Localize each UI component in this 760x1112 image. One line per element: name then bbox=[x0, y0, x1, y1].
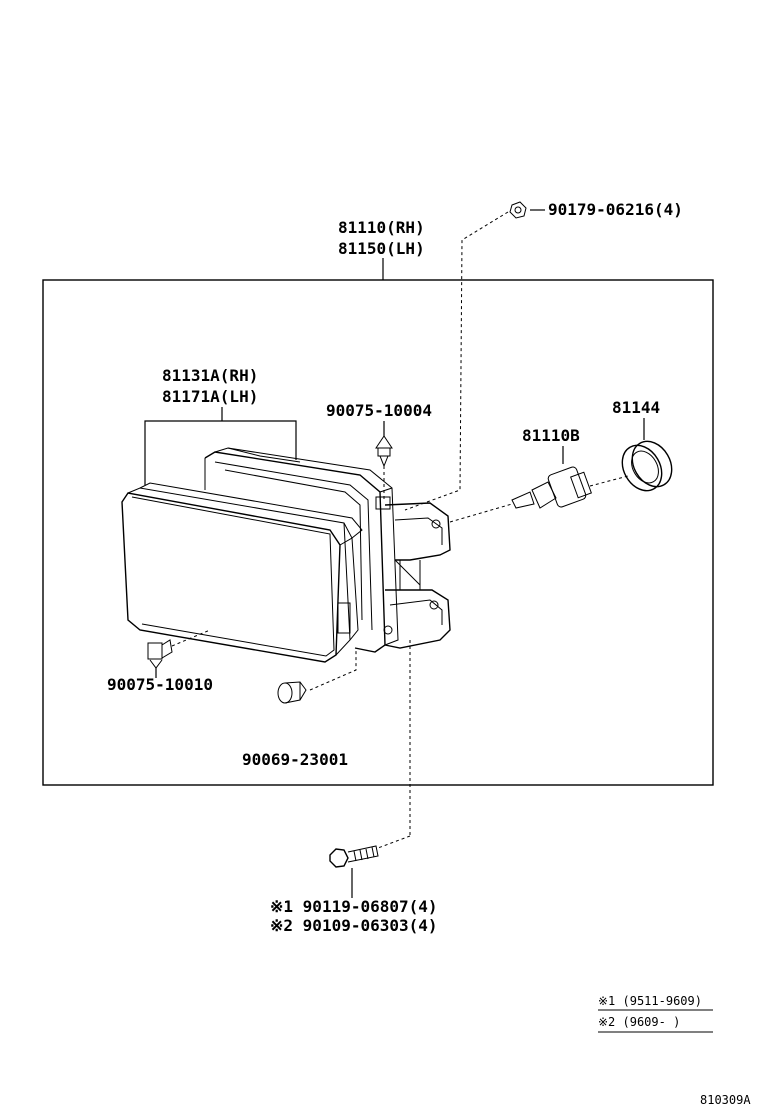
assembly-label-rh: 81110(RH) bbox=[338, 218, 425, 237]
socket-seal-icon bbox=[621, 440, 673, 492]
grommet-icon bbox=[277, 681, 307, 704]
clip-left-label: 90075-10010 bbox=[107, 675, 213, 694]
diagram-id: 810309A bbox=[700, 1093, 751, 1107]
bolt-icon bbox=[329, 845, 379, 868]
clip-left-icon bbox=[147, 639, 173, 669]
bulb-label: 81110B bbox=[522, 426, 580, 445]
bulb-icon bbox=[511, 466, 592, 509]
legend-note-1: ※1 (9511-9609) bbox=[598, 994, 702, 1008]
headlamp-housing bbox=[204, 447, 451, 653]
nut-icon bbox=[509, 201, 527, 219]
bolt-label-1: ※1 90119-06807(4) bbox=[270, 897, 438, 916]
clip-top-label: 90075-10004 bbox=[326, 401, 432, 420]
nut-dash-line bbox=[404, 211, 509, 511]
assembly-label-lh: 81150(LH) bbox=[338, 239, 425, 258]
socket-seal-label: 81144 bbox=[612, 398, 660, 417]
bolt-label-2: ※2 90109-06303(4) bbox=[270, 916, 438, 935]
headlamp-lens bbox=[121, 482, 363, 663]
lens-label-lh: 81171A(LH) bbox=[162, 387, 258, 406]
assembly-frame bbox=[42, 279, 714, 786]
clip-top-icon bbox=[375, 435, 393, 468]
lens-label-rh: 81131A(RH) bbox=[162, 366, 258, 385]
grommet-label: 90069-23001 bbox=[242, 750, 348, 769]
legend-note-2: ※2 (9609- ) bbox=[598, 1015, 680, 1029]
nut-label: 90179-06216(4) bbox=[548, 200, 683, 219]
